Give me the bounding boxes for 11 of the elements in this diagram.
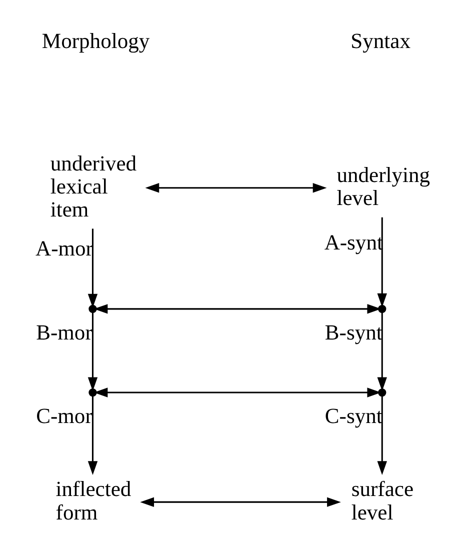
node-text: surface level	[350, 477, 414, 524]
node-text: underlying level	[336, 162, 430, 210]
edge-label: A-mor	[35, 236, 92, 261]
label: Syntax	[350, 29, 410, 54]
edge-label: B-synt	[324, 320, 382, 344]
node-text: underived lexical item	[50, 151, 136, 222]
edge-label: B-mor	[36, 320, 92, 344]
node-text: inflected form	[55, 477, 131, 524]
edge-label: C-mor	[36, 404, 92, 428]
label: Morphology	[41, 29, 150, 54]
edge-label: C-synt	[324, 404, 382, 428]
